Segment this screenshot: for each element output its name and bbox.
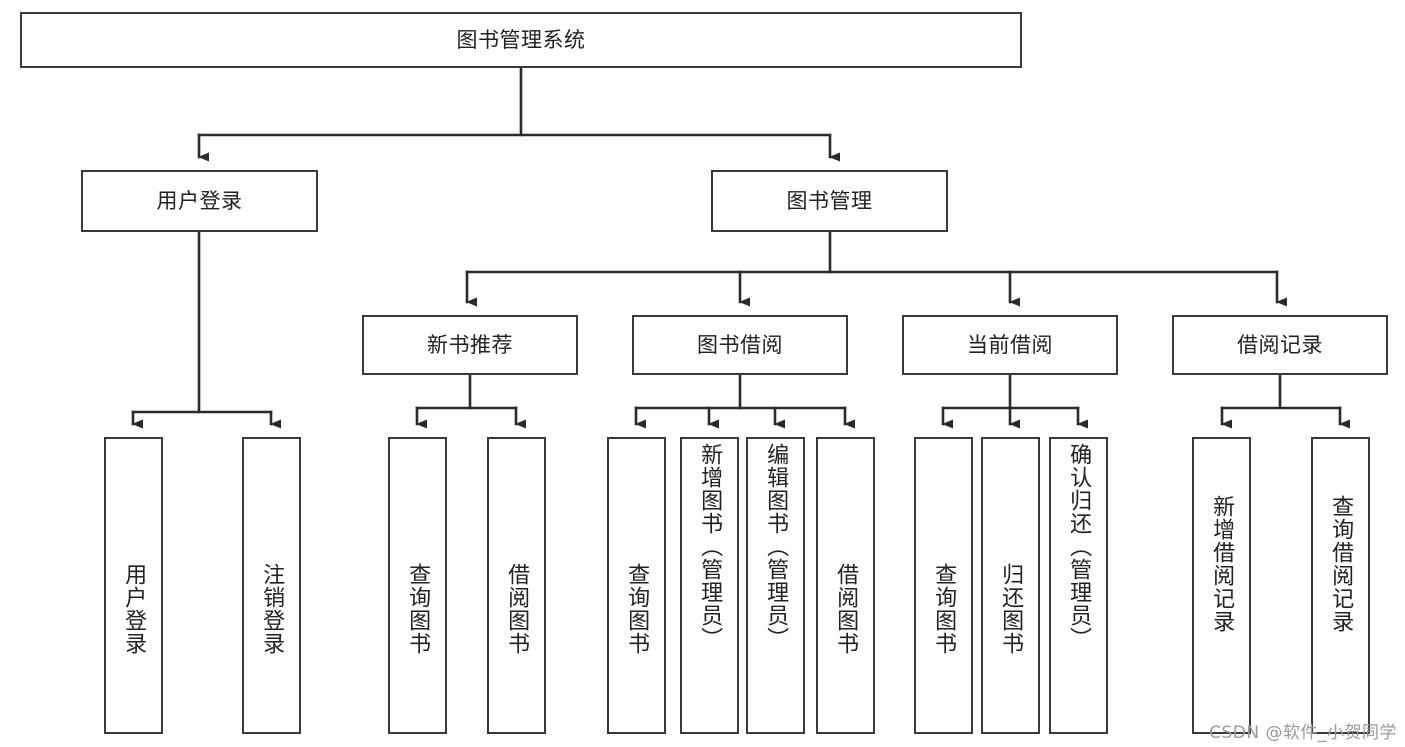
node-label: 图书管理系统 (456, 27, 586, 52)
node-label: 新增借阅记录 (1209, 495, 1235, 633)
node-label: 用户登录 (156, 188, 243, 213)
node-book-management[interactable]: 图书管理 (711, 170, 948, 232)
node-leaf-edit-book-admin[interactable]: 编辑图书（管理员） (746, 437, 805, 734)
node-label: 注销登录 (259, 563, 285, 655)
node-label: 借阅记录 (1237, 332, 1323, 357)
node-label: 当前借阅 (967, 332, 1053, 357)
node-leaf-query-book-current[interactable]: 查询图书 (914, 437, 973, 734)
node-label: 查询借阅记录 (1328, 495, 1354, 633)
node-leaf-query-borrow-record[interactable]: 查询借阅记录 (1311, 437, 1370, 734)
node-leaf-confirm-return-admin[interactable]: 确认归还（管理员） (1049, 437, 1108, 734)
node-leaf-user-logout[interactable]: 注销登录 (242, 437, 301, 734)
node-label: 确认归还（管理员） (1066, 443, 1092, 650)
node-borrow-records[interactable]: 借阅记录 (1172, 315, 1388, 375)
node-label: 归还图书 (998, 563, 1024, 655)
node-new-book-recommend[interactable]: 新书推荐 (362, 315, 578, 375)
node-leaf-query-book-borrow[interactable]: 查询图书 (607, 437, 666, 734)
node-label: 图书借阅 (697, 332, 783, 357)
node-label: 查询图书 (931, 563, 957, 655)
node-root-system[interactable]: 图书管理系统 (20, 12, 1022, 68)
node-leaf-query-book-recommend[interactable]: 查询图书 (388, 437, 447, 734)
node-leaf-add-book-admin[interactable]: 新增图书（管理员） (680, 437, 739, 734)
node-label: 借阅图书 (504, 563, 530, 655)
node-label: 图书管理 (786, 188, 873, 213)
node-leaf-user-login[interactable]: 用户登录 (104, 437, 163, 734)
node-label: 借阅图书 (833, 563, 859, 655)
node-leaf-return-book[interactable]: 归还图书 (981, 437, 1040, 734)
node-leaf-add-borrow-record[interactable]: 新增借阅记录 (1192, 437, 1251, 734)
node-label: 用户登录 (121, 563, 147, 655)
node-label: 查询图书 (624, 563, 650, 655)
node-leaf-borrow-book[interactable]: 借阅图书 (816, 437, 875, 734)
node-label: 新增图书（管理员） (697, 443, 723, 650)
node-leaf-borrow-book-recommend[interactable]: 借阅图书 (487, 437, 546, 734)
node-label: 编辑图书（管理员） (763, 443, 789, 650)
node-book-borrow[interactable]: 图书借阅 (632, 315, 848, 375)
node-current-borrow[interactable]: 当前借阅 (902, 315, 1118, 375)
node-label: 新书推荐 (427, 332, 513, 357)
node-user-login[interactable]: 用户登录 (81, 170, 318, 232)
csdn-watermark: CSDN @软件_小贺同学 (1209, 723, 1397, 743)
node-label: 查询图书 (405, 563, 431, 655)
